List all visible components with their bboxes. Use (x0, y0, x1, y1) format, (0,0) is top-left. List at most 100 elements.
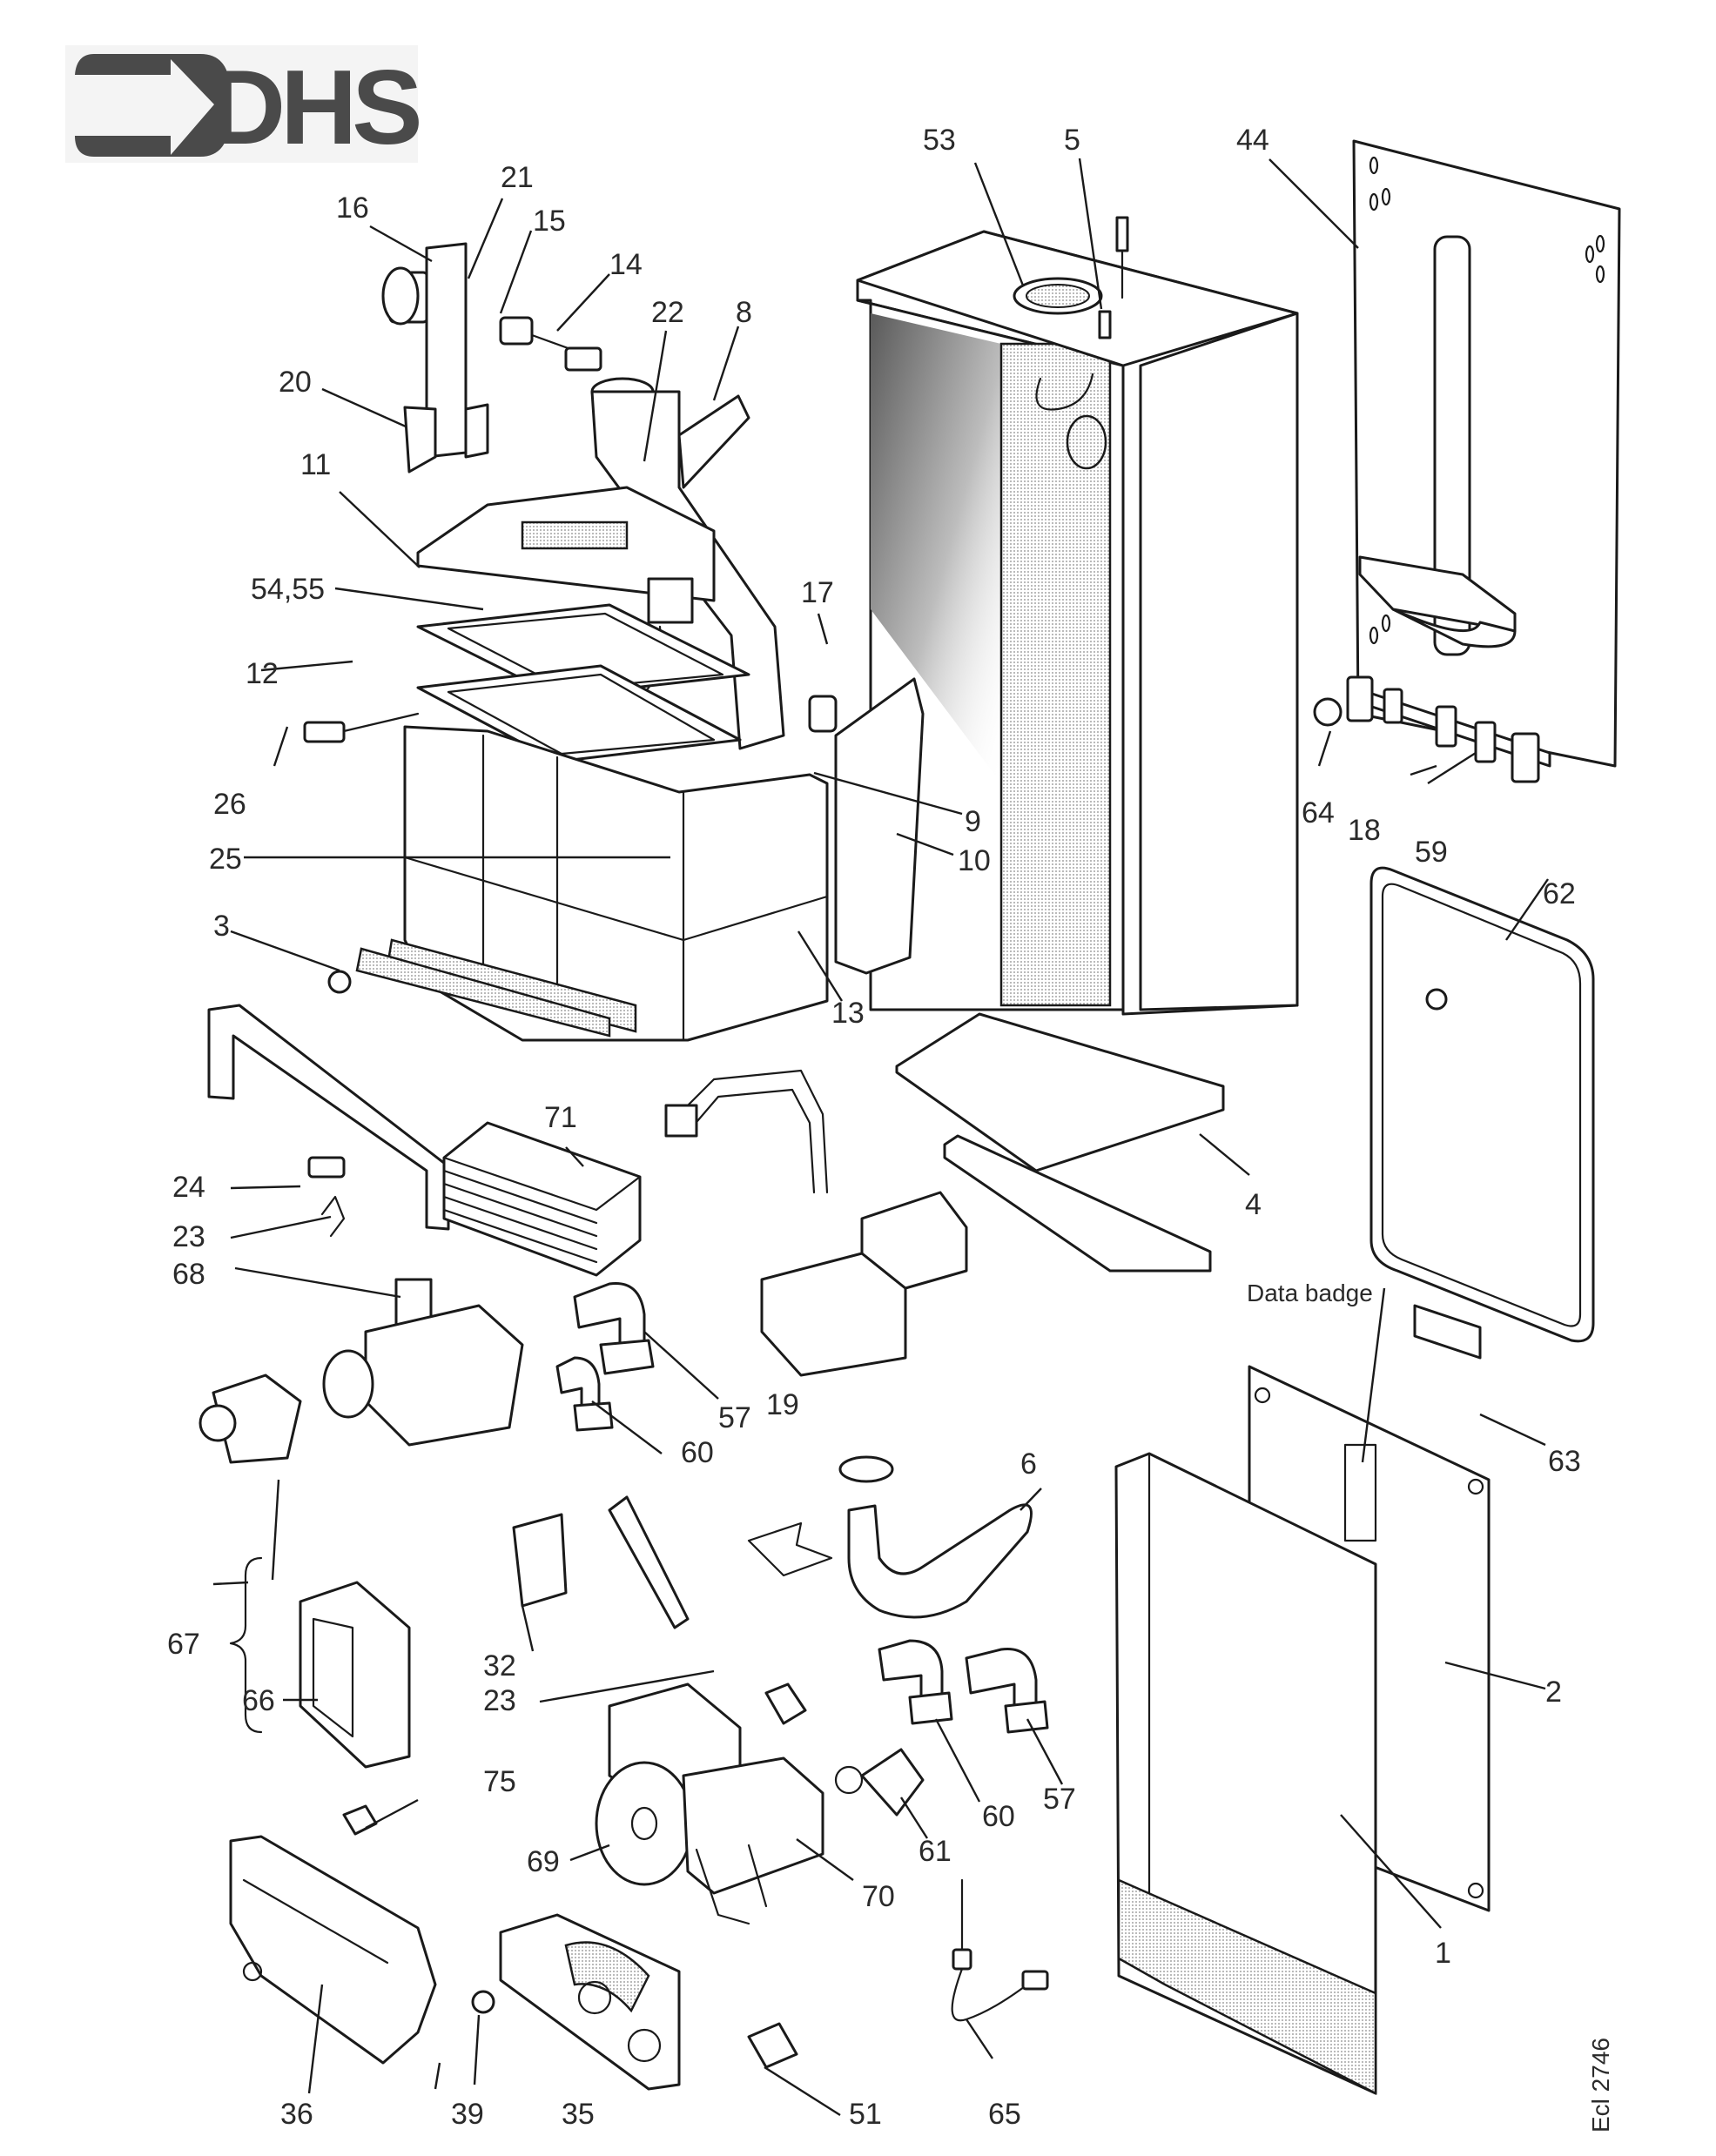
gas-valve (664, 1069, 968, 1377)
leader-57a (643, 1331, 719, 1400)
leader-67 (212, 1581, 249, 1586)
leader-10 (896, 832, 954, 856)
callout-69: 69 (527, 1845, 560, 1878)
callout-25: 25 (209, 843, 242, 876)
leader-1 (1340, 1814, 1442, 1929)
callout-24: 24 (172, 1171, 205, 1204)
callout-5: 5 (1064, 124, 1080, 157)
leader-24 (230, 1185, 301, 1190)
control-box (229, 1835, 437, 2065)
callout-19: 19 (766, 1388, 799, 1421)
callout-13: 13 (831, 997, 865, 1030)
leader-16 (369, 225, 433, 263)
leader-39 (473, 2014, 481, 2085)
leader-20 (321, 387, 407, 428)
leader-71 (565, 1146, 584, 1167)
logo-text: DHS (209, 48, 419, 166)
hydraulic-block (199, 1278, 524, 1464)
diverter-actuator (299, 1581, 411, 1769)
flow-switch (512, 1495, 690, 1629)
drawing-reference: Ecl 2746 (1587, 2038, 1614, 2132)
leader-64 (1317, 730, 1332, 767)
callouts: 1 2 3 4 5 6 8 9 10 11 12 13 14 15 16 17 … (167, 124, 1581, 2131)
callout-67: 67 (167, 1628, 200, 1661)
callout-6: 6 (1020, 1447, 1037, 1481)
callout-10: 10 (958, 844, 991, 877)
callout-61: 61 (919, 1835, 952, 1868)
fan-assembly (381, 242, 602, 474)
sensor (307, 1156, 346, 1179)
leader-57b (1026, 1718, 1064, 1785)
callout-14: 14 (609, 248, 643, 281)
callout-26: 26 (213, 788, 246, 821)
leader-68 (234, 1266, 401, 1299)
callout-32: 32 (483, 1649, 516, 1682)
callout-35: 35 (562, 2098, 595, 2131)
control-fascia (499, 1913, 681, 2091)
arrow-right-icon (75, 54, 230, 157)
callout-62: 62 (1543, 877, 1576, 910)
leader-67b (271, 1479, 280, 1581)
condensate-trap (747, 1455, 1033, 1619)
data-badge-label: Data badge (1247, 1279, 1373, 1306)
callout-36: 36 (280, 2098, 313, 2131)
callout-15: 15 (533, 205, 566, 238)
dhs-logo: DHS (65, 45, 424, 166)
leader-data-badge (1361, 1287, 1386, 1463)
leader-44 (1268, 158, 1359, 249)
leader-75 (365, 1798, 419, 1830)
leader-2 (1444, 1661, 1546, 1690)
callout-57b: 57 (1043, 1783, 1076, 1816)
callout-70: 70 (862, 1880, 895, 1913)
leader-21 (467, 198, 504, 279)
callout-1: 1 (1435, 1937, 1451, 1970)
callout-60a: 60 (681, 1436, 714, 1469)
leader-63 (1479, 1413, 1546, 1447)
callout-23b: 23 (483, 1684, 516, 1717)
callout-63: 63 (1548, 1445, 1581, 1478)
plate-heat-exchanger (442, 1121, 642, 1277)
callout-22: 22 (651, 296, 684, 329)
burner-gaskets (416, 603, 750, 763)
leader-35 (434, 2062, 441, 2090)
leader-60b (934, 1718, 981, 1803)
boiler-casing (856, 216, 1299, 1016)
callout-16: 16 (336, 191, 369, 225)
callout-3: 3 (213, 910, 230, 943)
callout-60b: 60 (982, 1800, 1015, 1833)
callout-39: 39 (451, 2098, 484, 2131)
pipe-connectors-lower (878, 1639, 1049, 1734)
callout-23a: 23 (172, 1220, 205, 1253)
spark-electrode (303, 712, 420, 743)
callout-17: 17 (801, 576, 834, 609)
callout-59: 59 (1415, 836, 1448, 869)
leader-22 (643, 330, 668, 462)
leader-61 (899, 1797, 929, 1839)
leader-6 (1020, 1488, 1042, 1511)
clip (320, 1195, 346, 1238)
temperature-sensor (951, 1878, 1049, 2022)
callout-4: 4 (1245, 1188, 1262, 1221)
callout-12: 12 (246, 657, 279, 690)
leader-13 (797, 930, 844, 1002)
leader-70 (796, 1838, 854, 1881)
callout-53: 53 (923, 124, 956, 157)
flow-pipe (207, 1004, 450, 1231)
callout-71: 71 (544, 1101, 577, 1134)
leader-51 (764, 2065, 841, 2117)
side-duct (808, 677, 925, 975)
leader-9 (813, 771, 963, 816)
callout-66: 66 (242, 1684, 275, 1717)
callout-44: 44 (1236, 124, 1269, 157)
leader-36 (307, 1984, 324, 2094)
callout-51: 51 (849, 2098, 882, 2131)
leader-23a (230, 1215, 332, 1239)
callout-11: 11 (300, 448, 331, 481)
callout-18: 18 (1348, 814, 1381, 847)
callout-65: 65 (988, 2098, 1021, 2131)
wall-bracket (1352, 139, 1621, 768)
leader-17 (817, 613, 829, 645)
callout-75: 75 (483, 1765, 516, 1798)
indicator (471, 1990, 495, 2014)
